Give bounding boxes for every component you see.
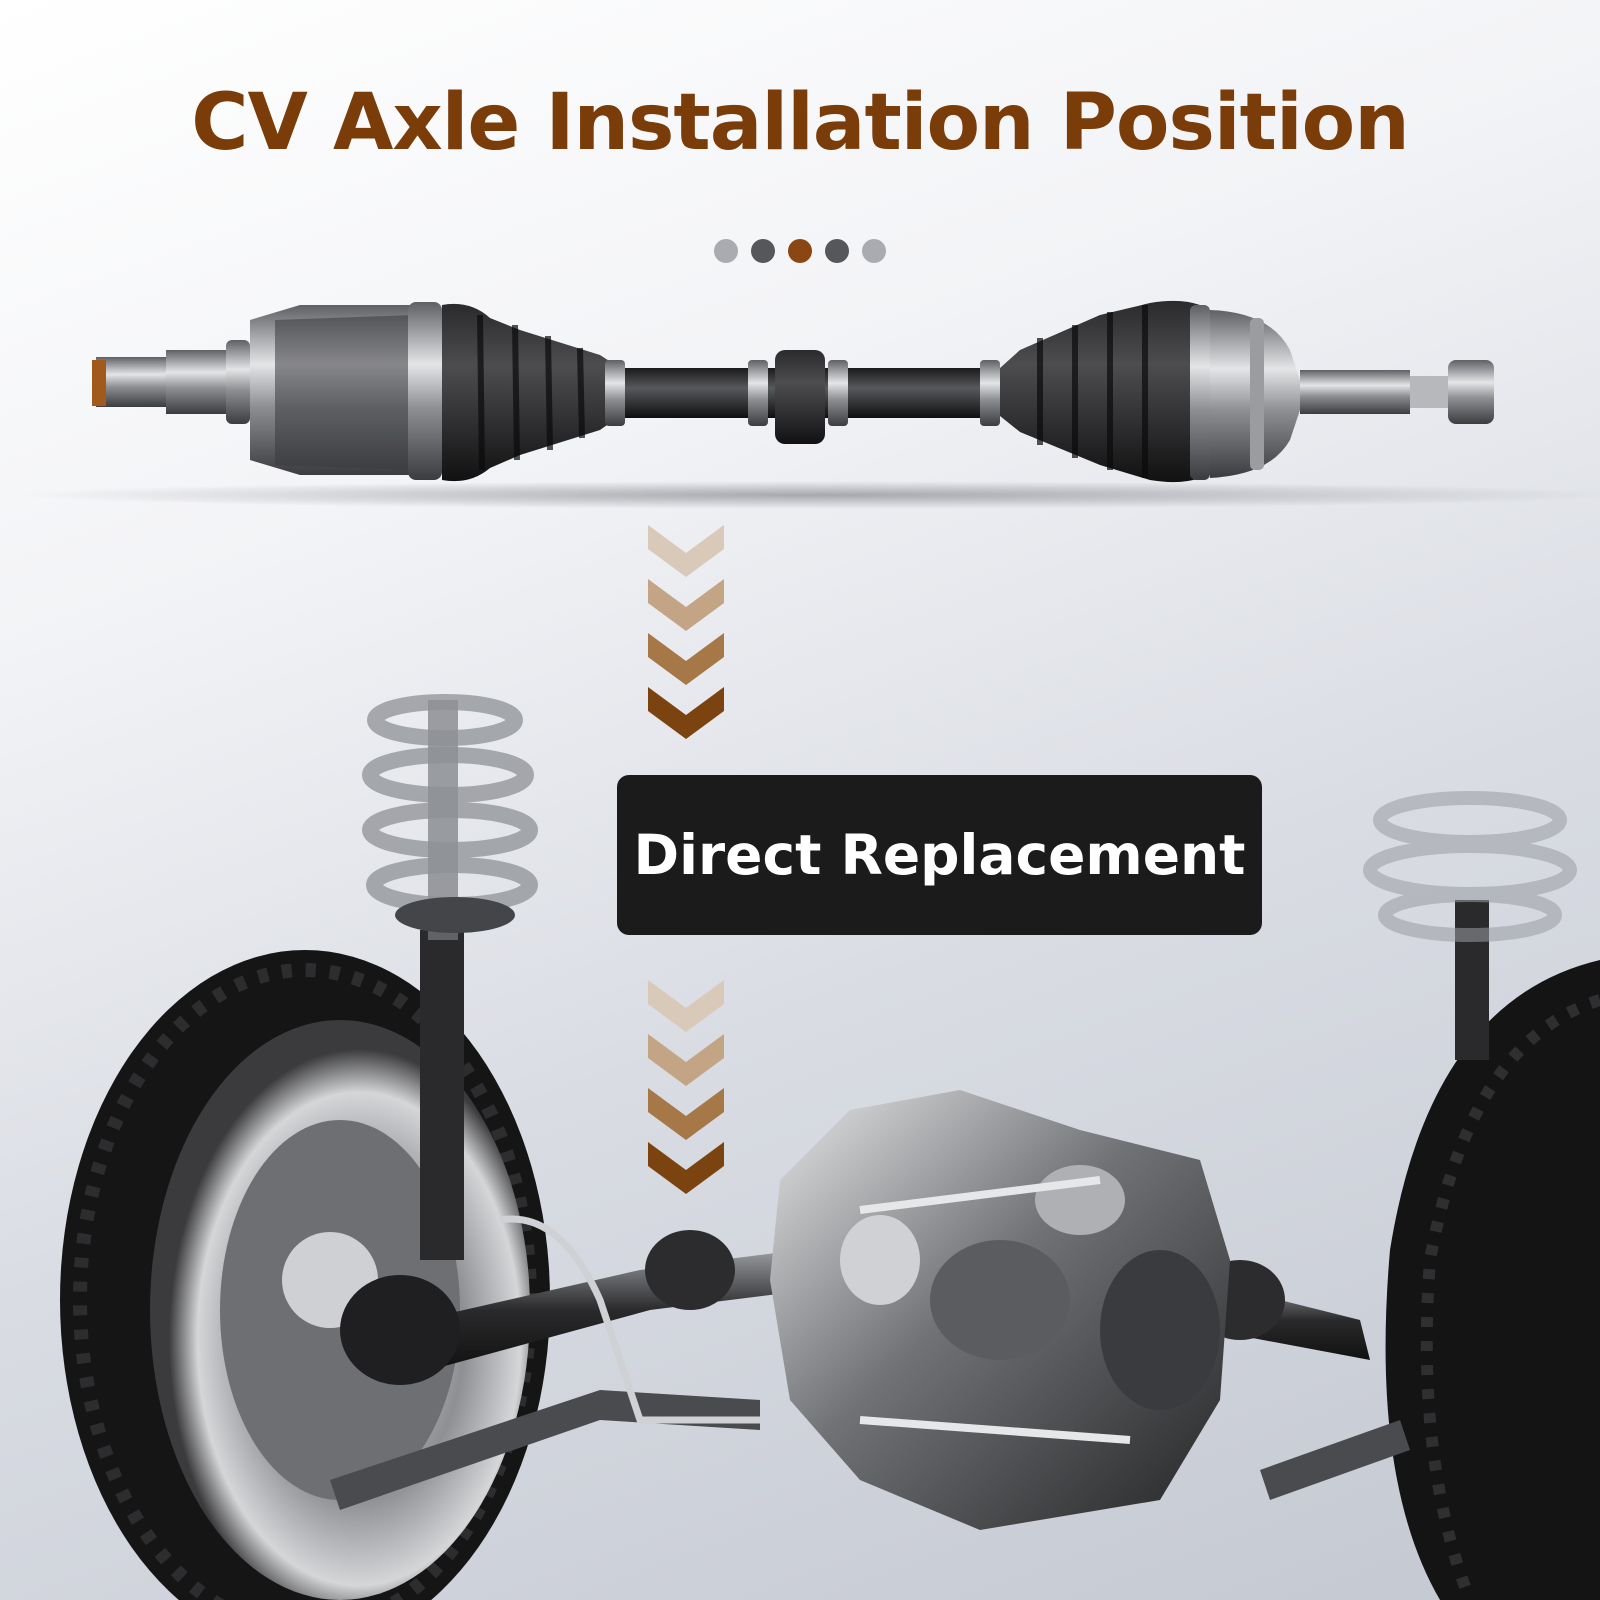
down-chevron-icon: [648, 633, 724, 685]
down-chevron-icon: [648, 525, 724, 577]
down-chevron-icon: [648, 579, 724, 631]
down-chevron-icon: [648, 1142, 724, 1194]
carousel-pagination: [0, 239, 1600, 263]
pagination-dot-active[interactable]: [788, 239, 812, 263]
pagination-dot[interactable]: [714, 239, 738, 263]
down-arrow-group-bottom: [648, 980, 724, 1194]
pagination-dot[interactable]: [825, 239, 849, 263]
down-arrow-group-top: [648, 525, 724, 739]
down-chevron-icon: [648, 980, 724, 1032]
cv-axle-product-image: [20, 300, 1600, 509]
pagination-dot[interactable]: [862, 239, 886, 263]
badge-label: Direct Replacement: [633, 823, 1246, 887]
down-chevron-icon: [648, 1088, 724, 1140]
down-chevron-icon: [648, 1034, 724, 1086]
page-title: CV Axle Installation Position: [191, 78, 1410, 168]
pagination-dot[interactable]: [751, 239, 775, 263]
direct-replacement-badge: Direct Replacement: [617, 775, 1262, 935]
down-chevron-icon: [648, 687, 724, 739]
